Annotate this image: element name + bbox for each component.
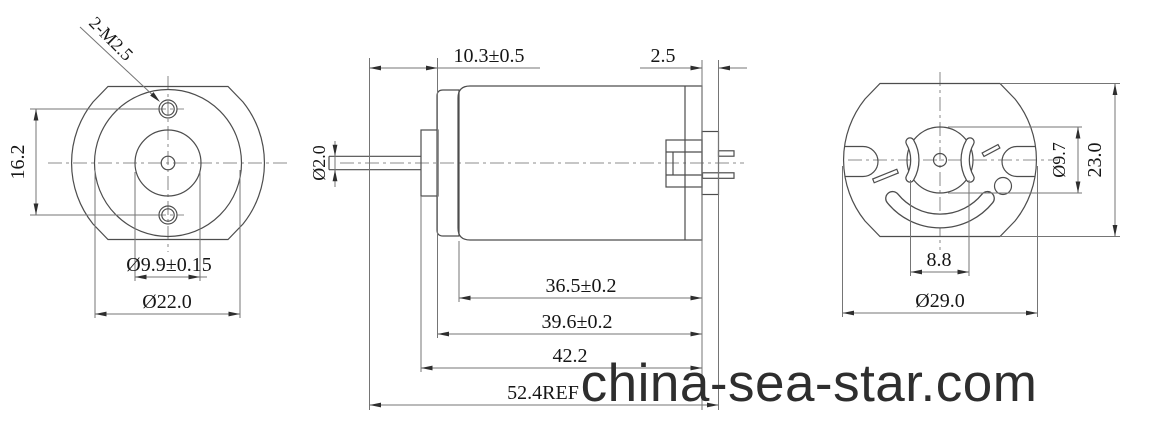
lower-tick-slot <box>871 168 900 184</box>
front-flange-outline <box>71 85 265 241</box>
terminal-upper <box>717 150 735 157</box>
dim-flat-to-flat-height: 23.0 <box>1084 143 1106 178</box>
motor-can <box>457 85 703 241</box>
side-view: Ø2.0 10.3±0.5 2.5 36.5±0.2 39.6±0.2 42.2 <box>309 45 747 410</box>
dim-can-length: 36.5±0.2 <box>546 275 617 297</box>
dim-slot-spacing: 8.8 <box>927 249 952 271</box>
terminal-block <box>665 139 703 188</box>
upper-tick-slot <box>981 143 1001 158</box>
bottom-screw-hole-inner <box>161 208 175 222</box>
rear-center-hole <box>932 152 948 168</box>
dim-bearing-boss-diameter: Ø9.7 <box>1049 142 1069 178</box>
dim-hole-spacing: 16.2 <box>7 145 29 180</box>
rear-small-hole <box>993 176 1013 196</box>
front-shaft-hole <box>160 155 176 171</box>
top-screw-hole-inner <box>161 102 175 116</box>
dim-body-length: 39.6±0.2 <box>542 311 613 333</box>
dim-shaft-length: 10.3±0.5 <box>454 45 525 67</box>
dim-body-diameter: Ø22.0 <box>142 291 191 313</box>
watermark-text: china-sea-star.com <box>581 354 1038 413</box>
front-view: 2-M2.5 16.2 Ø9.9±0.15 Ø22.0 <box>7 13 290 318</box>
dim-overall-length: 52.4REF <box>507 382 579 404</box>
bottom-screw-hole-outer <box>158 205 178 225</box>
dim-rear-boss-protrusion: 2.5 <box>651 45 676 67</box>
rear-boss-circle <box>906 126 974 194</box>
dim-flange-diameter: Ø29.0 <box>915 290 964 312</box>
right-notch <box>1001 145 1035 178</box>
front-body-circle <box>93 88 243 238</box>
left-notch <box>845 145 879 178</box>
rear-view: Ø9.7 23.0 8.8 Ø29.0 <box>842 72 1120 317</box>
front-boss-circle <box>134 129 202 197</box>
thread-leader-line <box>79 26 159 101</box>
dim-housing-length: 42.2 <box>553 345 588 367</box>
top-screw-hole-outer <box>158 99 178 119</box>
dim-shaft-diameter: Ø2.0 <box>309 145 329 181</box>
dim-boss-diameter: Ø9.9±0.15 <box>126 254 211 276</box>
